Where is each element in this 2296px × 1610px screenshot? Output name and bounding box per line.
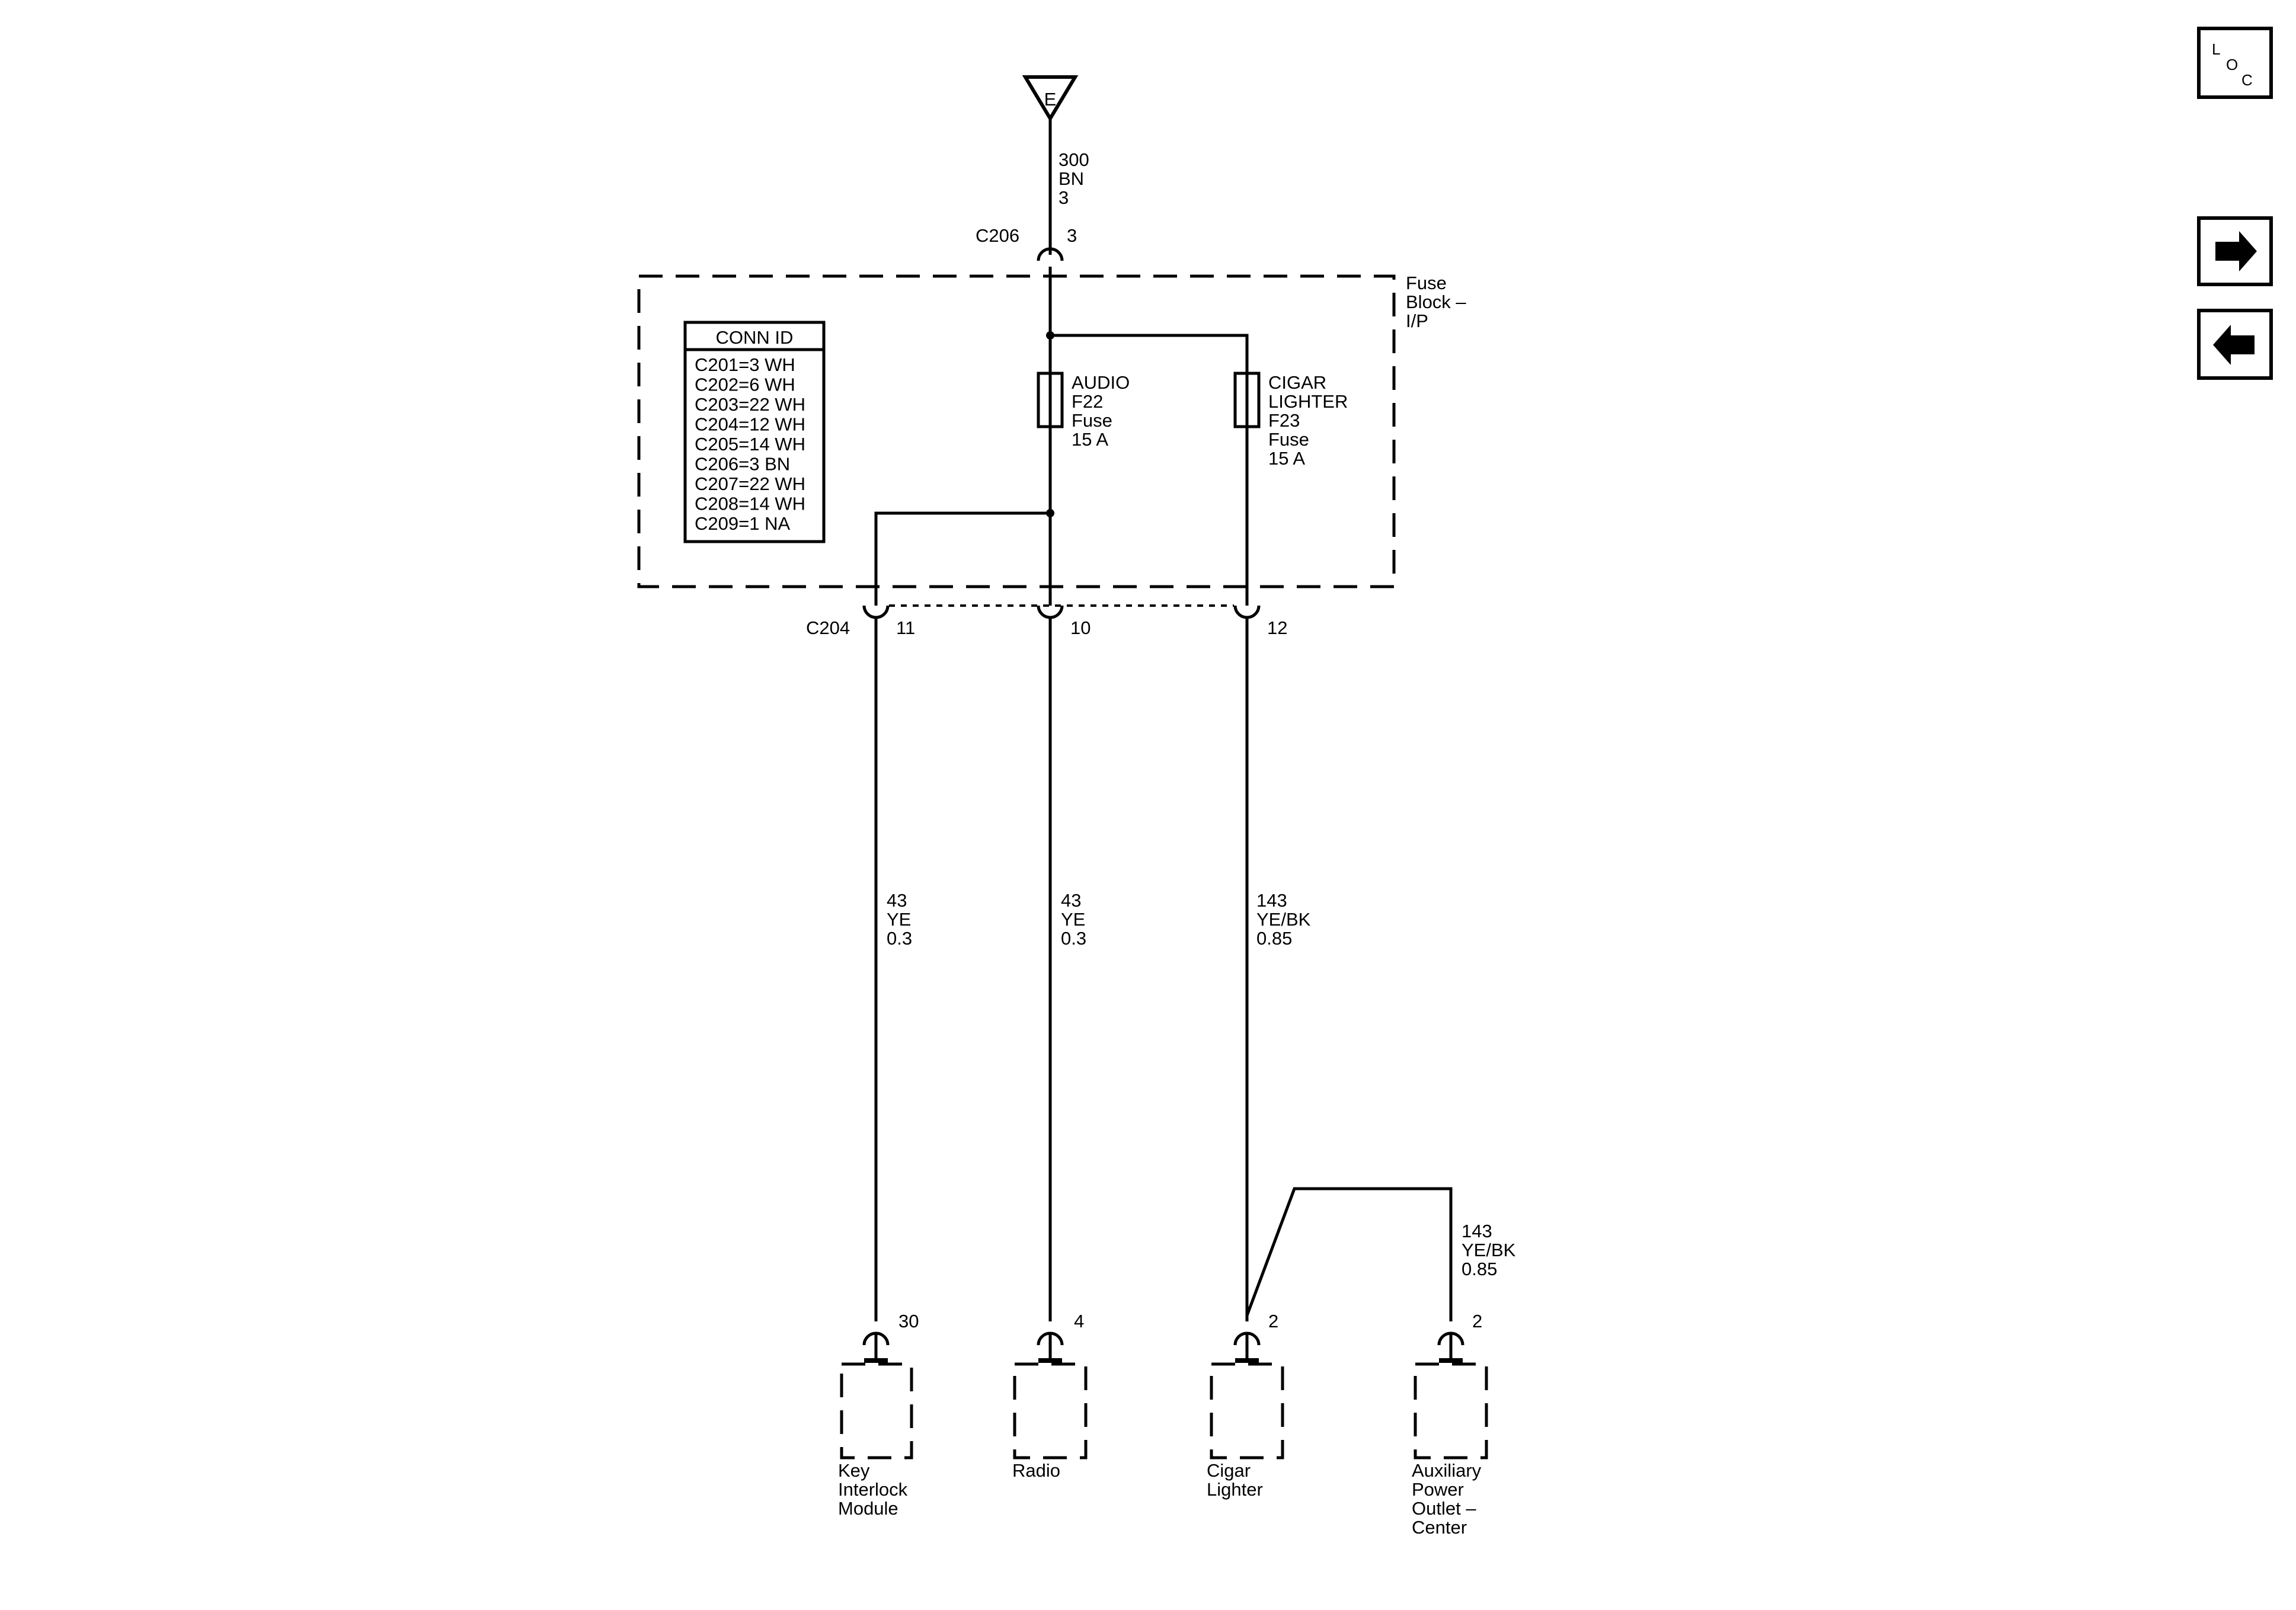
loc-letter-c: C xyxy=(2241,71,2253,89)
pin-radio: 4 xyxy=(1074,1311,1084,1331)
svg-text:YE/BK: YE/BK xyxy=(1462,1240,1516,1260)
c204-label: C204 xyxy=(806,617,850,638)
component-cigar-lighter: 2 Cigar Lighter xyxy=(1207,1311,1284,1500)
conn-id-row: C207=22 WH xyxy=(695,473,805,494)
svg-text:43: 43 xyxy=(1061,890,1081,911)
fuse-block-label: Fuse Block – I/P xyxy=(1406,273,1466,331)
wire-label-cigar-lighter: 143 YE/BK 0.85 xyxy=(1256,890,1311,949)
c206-label: C206 xyxy=(976,225,1019,246)
c204-pin-10: 10 xyxy=(1070,617,1091,638)
component-key-interlock-module: 30 Key Interlock Module xyxy=(838,1311,919,1519)
wire-label-radio: 43 YE 0.3 xyxy=(1061,890,1086,949)
svg-text:0.3: 0.3 xyxy=(887,928,912,949)
key-interlock-branch-wire xyxy=(874,511,1050,593)
svg-text:143: 143 xyxy=(1462,1221,1492,1241)
source-wire-circuit: 300 xyxy=(1059,149,1089,170)
component-auxiliary-power-outlet: 2 Auxiliary Power Outlet – Center xyxy=(1412,1311,1488,1538)
svg-text:0.3: 0.3 xyxy=(1061,928,1086,949)
conn-id-row: C203=22 WH xyxy=(695,394,805,415)
conn-id-row: C205=14 WH xyxy=(695,434,805,454)
svg-text:Block –: Block – xyxy=(1406,292,1466,312)
svg-text:Module: Module xyxy=(838,1498,898,1519)
arrow-left-icon xyxy=(2213,325,2255,365)
cigar-fuse-feed-wire xyxy=(1050,334,1249,373)
fuse-f22-label: AUDIO F22 Fuse 15 A xyxy=(1072,372,1130,450)
svg-text:F23: F23 xyxy=(1268,410,1300,431)
svg-text:15 A: 15 A xyxy=(1268,448,1305,469)
conn-id-row: C208=14 WH xyxy=(695,494,805,514)
arrow-right-icon xyxy=(2215,231,2257,271)
fuse-block-boundary xyxy=(637,274,1396,588)
conn-id-row: C201=3 WH xyxy=(695,354,795,375)
source-wire-color: BN xyxy=(1059,168,1084,189)
svg-text:LIGHTER: LIGHTER xyxy=(1268,391,1348,412)
svg-text:F22: F22 xyxy=(1072,391,1103,412)
svg-text:43: 43 xyxy=(887,890,907,911)
source-wire-label: 300 BN 3 xyxy=(1059,149,1089,208)
svg-text:Fuse: Fuse xyxy=(1268,429,1309,450)
svg-text:YE/BK: YE/BK xyxy=(1256,909,1311,930)
loc-button[interactable]: L O C xyxy=(2197,27,2273,99)
svg-text:Power: Power xyxy=(1412,1479,1464,1500)
source-e: E xyxy=(1022,75,1079,122)
svg-text:I/P: I/P xyxy=(1406,311,1428,331)
pin-key-interlock: 30 xyxy=(898,1311,919,1331)
pin-aux-outlet: 2 xyxy=(1472,1311,1482,1331)
c204-pin-11: 11 xyxy=(896,617,915,638)
conn-id-title: CONN ID xyxy=(716,327,794,348)
loc-letter-l: L xyxy=(2212,40,2220,58)
svg-text:Auxiliary: Auxiliary xyxy=(1412,1460,1482,1481)
loc-letter-o: O xyxy=(2226,56,2238,73)
conn-id-row: C204=12 WH xyxy=(695,414,805,435)
svg-text:Center: Center xyxy=(1412,1517,1467,1538)
source-letter: E xyxy=(1044,89,1057,110)
svg-text:Outlet –: Outlet – xyxy=(1412,1498,1476,1519)
svg-text:AUDIO: AUDIO xyxy=(1072,372,1130,393)
svg-text:Radio: Radio xyxy=(1012,1460,1060,1481)
svg-text:Interlock: Interlock xyxy=(838,1479,908,1500)
svg-text:Lighter: Lighter xyxy=(1207,1479,1263,1500)
previous-page-button[interactable] xyxy=(2197,309,2273,380)
svg-text:Key: Key xyxy=(838,1460,870,1481)
svg-text:YE: YE xyxy=(1061,909,1085,930)
svg-text:Fuse: Fuse xyxy=(1072,410,1112,431)
svg-text:Fuse: Fuse xyxy=(1406,273,1447,293)
svg-text:15 A: 15 A xyxy=(1072,429,1108,450)
component-radio: 4 Radio xyxy=(1012,1311,1088,1481)
conn-id-row: C202=6 WH xyxy=(695,375,795,395)
fuse-f23-label: CIGAR LIGHTER F23 Fuse 15 A xyxy=(1268,372,1348,469)
wire-label-aux-outlet: 143 YE/BK 0.85 xyxy=(1462,1221,1516,1279)
svg-text:CIGAR: CIGAR xyxy=(1268,372,1326,393)
conn-id-row: C209=1 NA xyxy=(695,513,790,534)
svg-text:0.85: 0.85 xyxy=(1462,1259,1497,1279)
pin-cigar-lighter: 2 xyxy=(1268,1311,1278,1331)
c204-connector xyxy=(862,593,1261,619)
wire-aux-outlet xyxy=(1245,1187,1453,1321)
wire-label-key-interlock: 43 YE 0.3 xyxy=(887,890,912,949)
svg-text:Cigar: Cigar xyxy=(1207,1460,1251,1481)
c204-pin-12: 12 xyxy=(1267,617,1287,638)
next-page-button[interactable] xyxy=(2197,216,2273,286)
source-wire-gauge: 3 xyxy=(1059,187,1069,208)
svg-text:0.85: 0.85 xyxy=(1256,928,1292,949)
svg-text:143: 143 xyxy=(1256,890,1287,911)
conn-id-row: C206=3 BN xyxy=(695,454,790,475)
svg-text:YE: YE xyxy=(887,909,911,930)
c206-pin: 3 xyxy=(1067,225,1077,246)
